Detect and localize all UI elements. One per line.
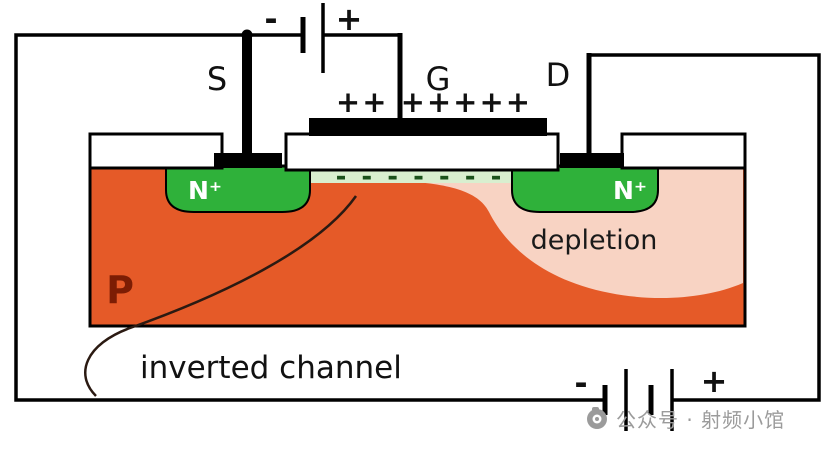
watermark: 公众号 · 射频小馆 bbox=[585, 402, 785, 434]
n-plus-source-label: N⁺ bbox=[188, 176, 222, 205]
depletion-label: depletion bbox=[531, 225, 658, 256]
drain-battery-minus-label: - bbox=[574, 364, 587, 402]
wire-junction-dot bbox=[241, 29, 253, 41]
gate-charge-label: ++ +++++ bbox=[336, 85, 532, 119]
p-substrate-label: P bbox=[106, 268, 134, 312]
gate-battery-plus-label: + bbox=[336, 0, 363, 38]
drain-contact-pad bbox=[560, 153, 624, 168]
field-oxide-left bbox=[88, 132, 224, 170]
watermark-text: 公众号 · 射频小馆 bbox=[616, 407, 786, 432]
n-plus-drain-label: N⁺ bbox=[613, 176, 647, 205]
n-plus-source-region bbox=[165, 165, 311, 213]
gate-oxide bbox=[284, 132, 560, 172]
drain-battery bbox=[602, 369, 674, 431]
source-contact-pad bbox=[214, 153, 282, 168]
watermark-logo-icon bbox=[587, 407, 607, 429]
gate-terminal-label: G bbox=[426, 60, 451, 98]
gate-battery-minus-label: - bbox=[264, 0, 277, 38]
source-loop-wire bbox=[14, 33, 604, 402]
gate-electrode bbox=[309, 118, 547, 136]
source-terminal-label: S bbox=[207, 60, 227, 98]
drain-terminal-label: D bbox=[546, 56, 571, 94]
circuit-wires bbox=[14, 33, 821, 402]
drain-loop-wire bbox=[589, 53, 821, 402]
inverted-channel-pointer-line bbox=[84, 195, 358, 397]
drain-battery-plus-label: + bbox=[701, 362, 728, 400]
gate-battery bbox=[300, 3, 325, 73]
source-contact-post bbox=[242, 33, 252, 160]
inverted-channel-caption: inverted channel bbox=[140, 350, 402, 386]
n-plus-drain-region bbox=[511, 165, 659, 213]
field-oxide-right bbox=[620, 132, 747, 170]
